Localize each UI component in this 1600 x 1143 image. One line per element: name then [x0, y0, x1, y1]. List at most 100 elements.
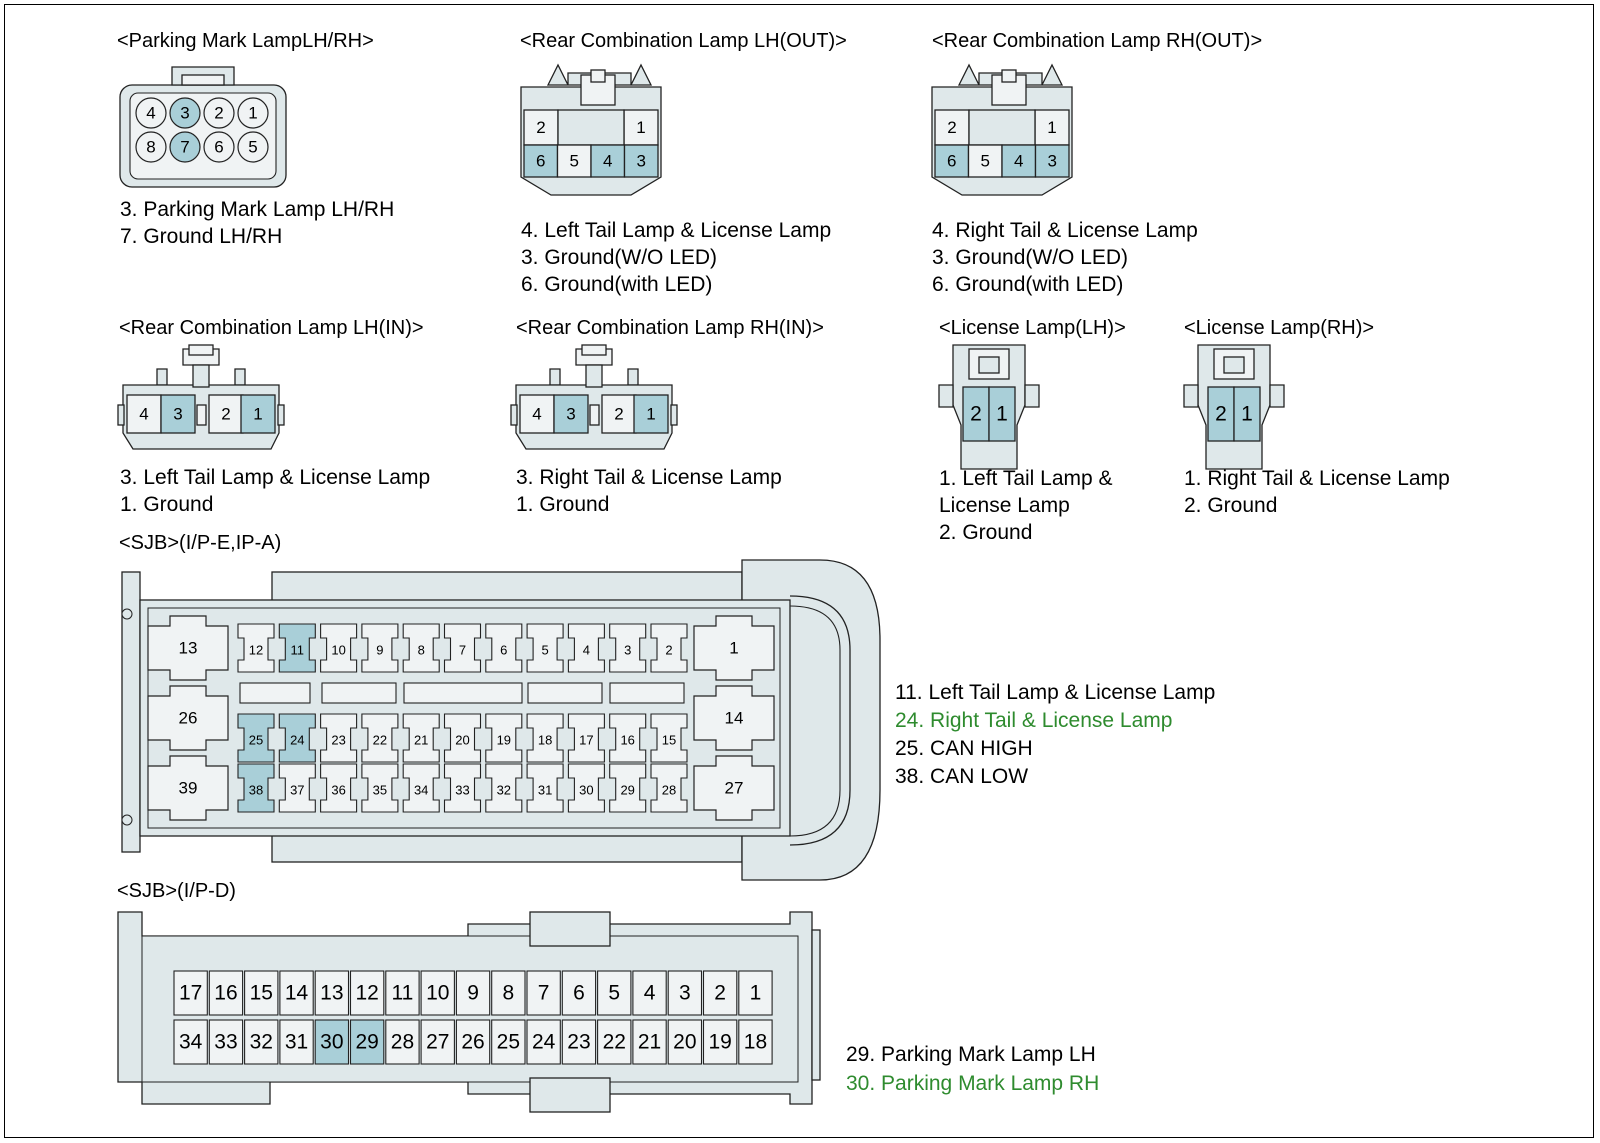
pin-cell	[553, 394, 589, 434]
pin-cell	[693, 685, 775, 751]
pin-cell	[314, 970, 350, 1016]
pin-number: 30	[320, 1031, 343, 1054]
pin-number: 9	[467, 982, 479, 1005]
connector-latch	[510, 404, 518, 426]
pin-number: 36	[331, 783, 345, 798]
pin-number: 4	[532, 405, 541, 424]
connector-latch	[581, 344, 607, 356]
connector-latch	[121, 814, 133, 826]
pin-number: 26	[179, 709, 198, 728]
pin-number: 3	[1048, 152, 1057, 171]
pin-number: 3	[566, 405, 575, 424]
pin-description: 25. CAN HIGH	[895, 737, 1033, 760]
pin-number: 1	[253, 405, 262, 424]
pin-cell	[632, 970, 667, 1016]
pin-number: 30	[579, 783, 593, 798]
pin-number: 3	[679, 982, 691, 1005]
pin-number: 11	[291, 643, 305, 658]
pin-number: 28	[391, 1031, 414, 1054]
pin-cell	[237, 97, 269, 129]
pin-number: 3	[180, 104, 189, 123]
pin-cell	[402, 623, 440, 673]
pin-number: 1	[248, 104, 257, 123]
pin-number: 12	[355, 982, 378, 1005]
pin-cell	[567, 713, 605, 763]
pin-cell	[609, 713, 647, 763]
pin-description: 1. Ground	[516, 493, 610, 516]
pin-cell	[278, 763, 316, 813]
pin-cell	[208, 1019, 244, 1065]
pin-description: 6. Ground(with LED)	[521, 273, 713, 296]
pin-cell	[240, 394, 276, 434]
pin-number: 6	[214, 138, 223, 157]
connector-title: <License Lamp(RH)>	[1184, 317, 1375, 339]
pin-description-list: 3. Right Tail & License Lamp 1. Ground	[516, 464, 782, 518]
pin-cell	[623, 144, 659, 178]
pin-cell	[147, 685, 229, 751]
pin-number: 19	[708, 1031, 731, 1054]
pin-cell	[738, 970, 773, 1016]
pin-number: 17	[179, 982, 202, 1005]
pin-cell	[650, 713, 688, 763]
pin-cell	[1034, 109, 1070, 146]
connector-latch	[192, 364, 210, 388]
pin-number: 2	[970, 403, 982, 426]
pin-cell	[491, 970, 526, 1016]
pin-cell	[1001, 144, 1037, 178]
pin-cell	[702, 970, 738, 1016]
pin-number: 35	[373, 783, 387, 798]
pin-number: 27	[725, 779, 744, 798]
pin-number: 7	[538, 982, 550, 1005]
pin-cell	[667, 970, 703, 1016]
pin-number: 24	[532, 1031, 556, 1054]
pin-description: 24. Right Tail & License Lamp	[895, 709, 1173, 732]
connector-latch	[585, 364, 603, 388]
pin-number: 4	[1014, 152, 1023, 171]
connector-title: <SJB>(I/P-E,IP-A)	[119, 532, 282, 554]
connector-latch	[590, 69, 606, 83]
pin-cell	[702, 1019, 738, 1065]
pin-cell	[597, 1019, 632, 1065]
pin-number: 1	[1047, 118, 1056, 137]
connector-slot	[527, 682, 603, 704]
pin-number: 14	[725, 709, 744, 728]
pin-number: 31	[538, 783, 552, 798]
pin-number: 29	[620, 783, 634, 798]
pin-cell	[485, 763, 523, 813]
pin-description: 2. Ground	[1184, 494, 1278, 517]
pin-number: 20	[673, 1031, 696, 1054]
connector-latch	[277, 404, 285, 426]
connector-latch	[938, 384, 954, 408]
pin-number: 6	[947, 152, 956, 171]
pin-number: 22	[373, 733, 387, 748]
pin-description: 3. Right Tail & License Lamp	[516, 466, 782, 489]
connector-title: <Rear Combination Lamp LH(IN)>	[119, 317, 424, 339]
pin-cell	[320, 763, 358, 813]
pin-number: 4	[603, 152, 612, 171]
pin-number: 2	[221, 405, 230, 424]
pin-cell	[169, 131, 201, 163]
pin-number: 1	[1241, 403, 1253, 426]
pin-cell	[203, 131, 235, 163]
pin-cell	[567, 763, 605, 813]
pin-cell	[147, 755, 229, 821]
pin-description: 3. Ground(W/O LED)	[521, 246, 718, 269]
pin-cell	[1034, 144, 1070, 178]
connector-title: <SJB>(I/P-D)	[117, 880, 236, 902]
pin-number: 27	[426, 1031, 449, 1054]
connector-slot	[609, 682, 685, 704]
pin-number: 16	[620, 733, 634, 748]
pin-cell	[556, 144, 592, 178]
pin-cell	[237, 713, 275, 763]
pin-number: 12	[249, 643, 263, 658]
pin-cell	[650, 623, 688, 673]
connector-latch	[1001, 69, 1017, 83]
pin-number: 9	[376, 643, 383, 658]
pin-cell	[173, 970, 208, 1016]
pin-number: 13	[320, 982, 343, 1005]
pin-number: 1	[750, 982, 762, 1005]
pin-cell	[443, 713, 482, 763]
